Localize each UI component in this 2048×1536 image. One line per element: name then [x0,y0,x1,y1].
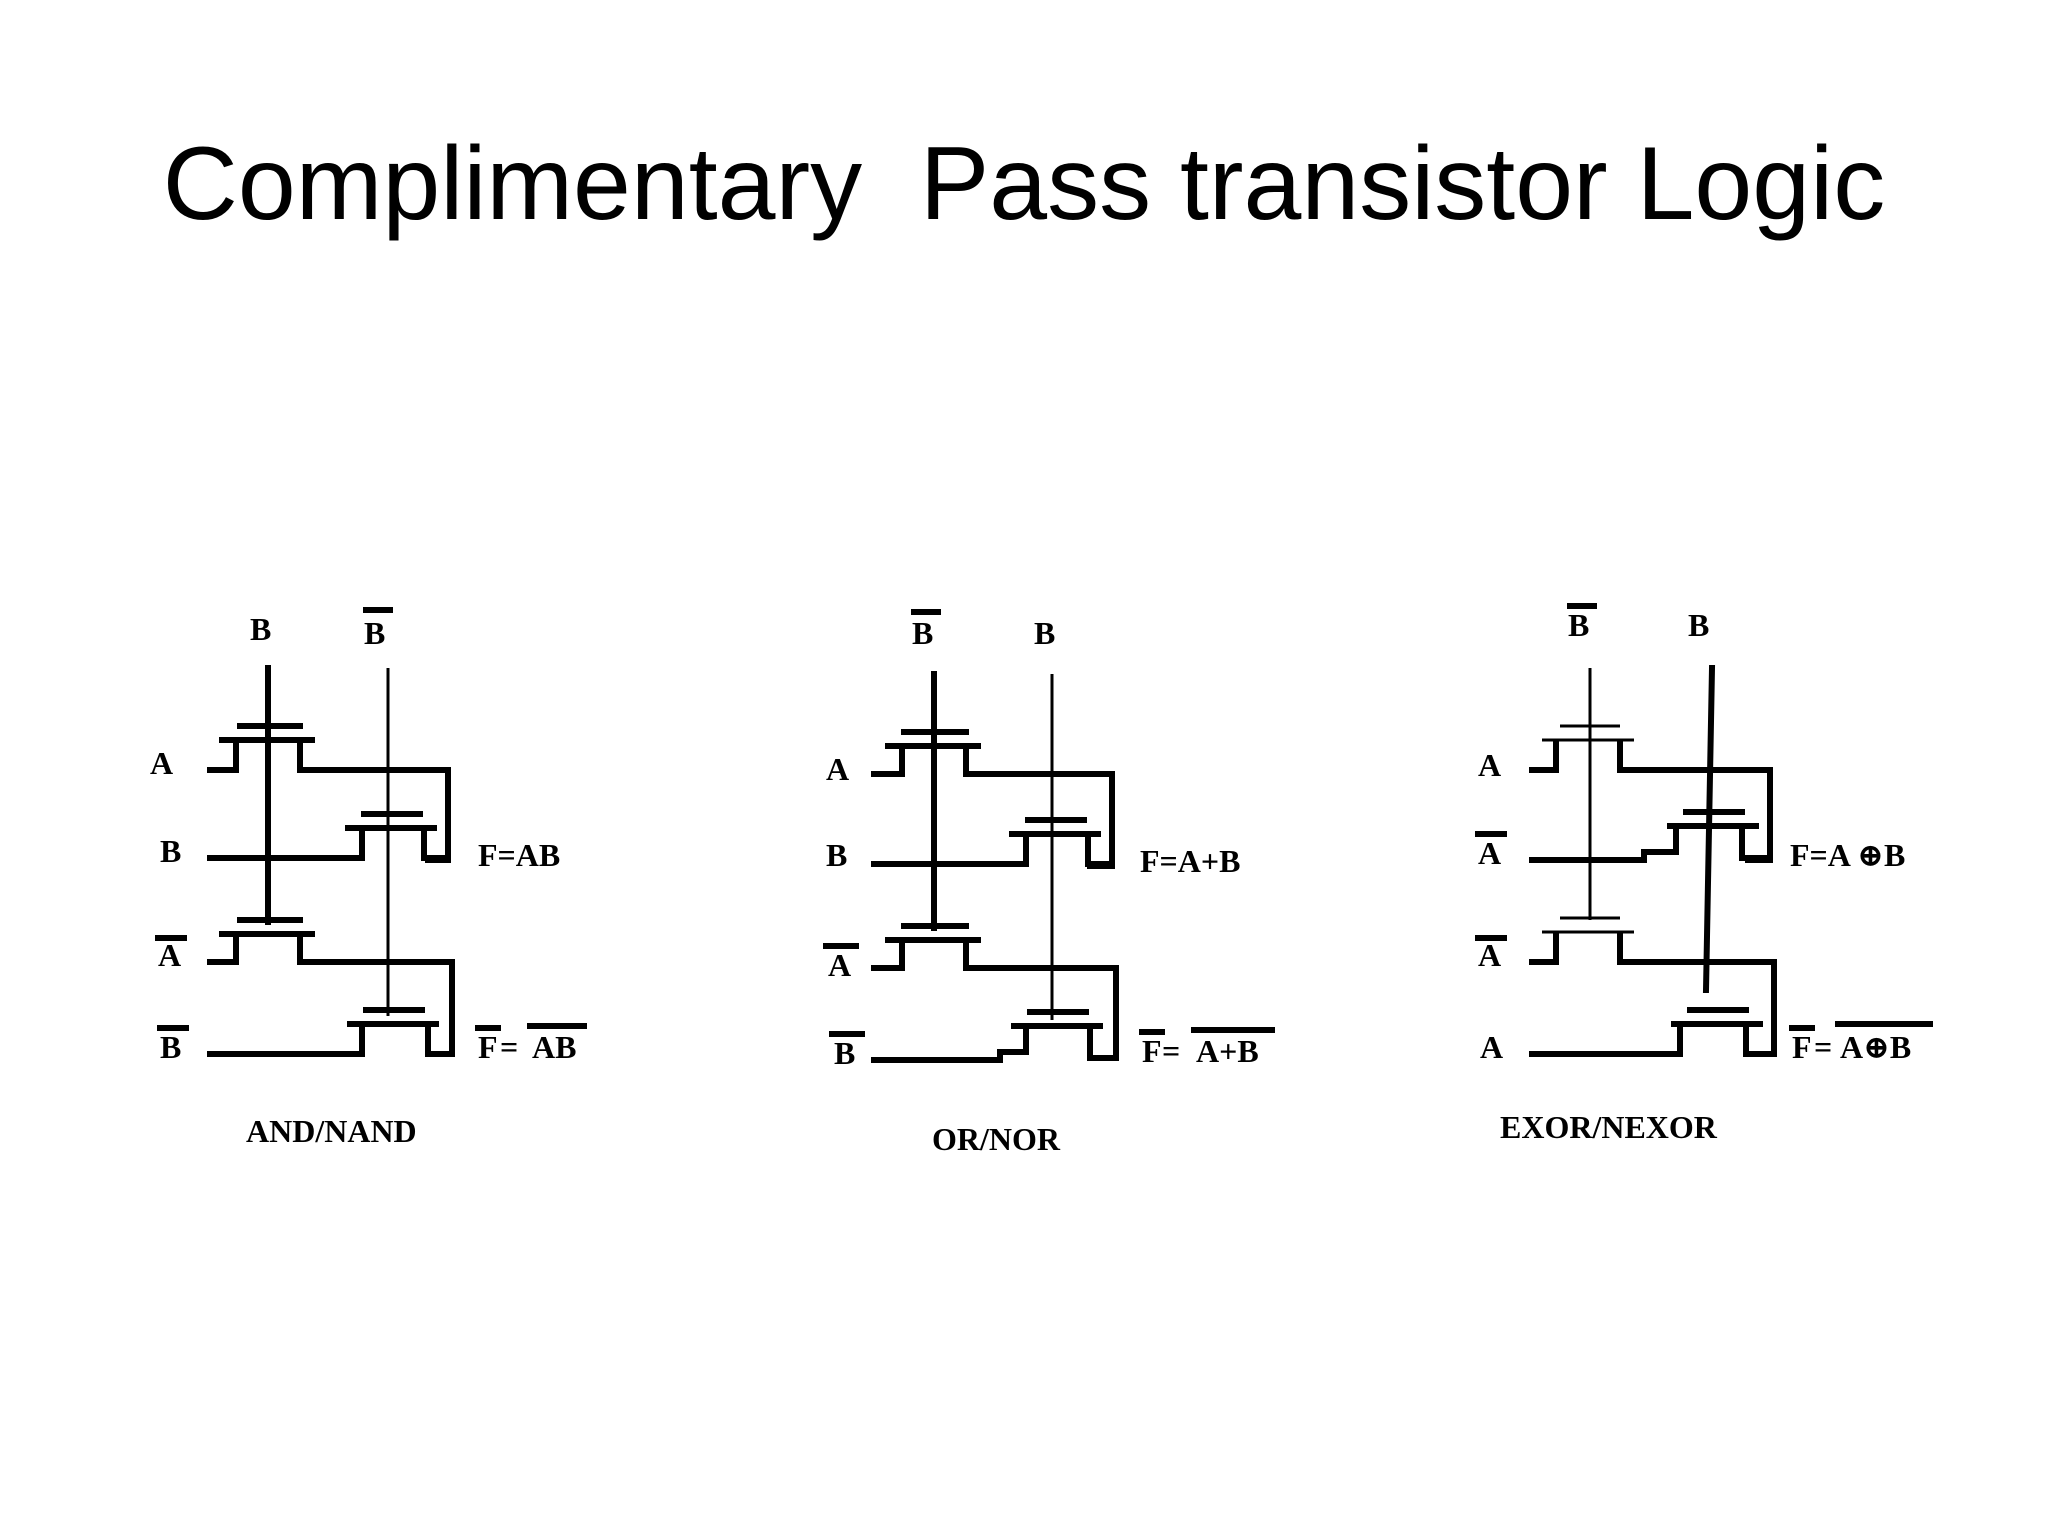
output-comp-expr: A+B [1196,1033,1259,1069]
wire [207,827,365,861]
output-true: F=A ⊕B [1790,837,1905,873]
wire [1085,833,1115,867]
input-a-bar: A [1478,835,1501,871]
input-b: B [160,833,181,869]
output-comp-f: F [1142,1033,1162,1069]
wire [425,1023,455,1057]
top-input-b-bar: B [912,615,933,651]
wire [207,933,239,965]
slide-title: Complimentary Pass transistor Logic [162,126,1886,242]
output-true: F=AB [478,837,560,873]
input-a: A [1478,747,1501,783]
input-a-bar: A [158,937,181,973]
input-a: A [826,751,849,787]
output-true: F=A+B [1140,843,1240,879]
wire [1087,1025,1119,1061]
input-a-bar: A [1478,937,1501,973]
wire [871,833,1029,867]
top-input-b-bar: B [1568,607,1589,643]
input-b-bar: B [834,1035,855,1071]
output-comp-f: F [478,1029,498,1065]
and-nand-circuit: B B A B F=AB A B F = AB [150,607,587,1149]
input-a: A [150,745,173,781]
wire [871,745,905,777]
top-input-b: B [250,611,271,647]
wire [1529,1023,1683,1057]
wire [1743,1023,1773,1057]
top-input-b: B [1688,607,1709,643]
input-a: A [1480,1029,1503,1065]
output-comp-eq: = [1814,1029,1832,1065]
caption-and-nand: AND/NAND [246,1113,417,1149]
or-nor-circuit: B B A B F=A+B A B F = A+B [823,609,1275,1157]
output-comp-expr: A⊕B [1840,1029,1911,1065]
output-comp-f: F [1792,1029,1812,1065]
wire [1617,739,1773,863]
wire [1617,931,1777,1057]
input-b-bar: B [160,1029,181,1065]
input-a-bar: A [828,947,851,983]
wire [207,1023,365,1057]
wire [963,939,1119,1061]
wire [1529,825,1679,863]
input-b: B [826,837,847,873]
wire [207,739,239,773]
wire [1529,739,1559,773]
top-input-b: B [1034,615,1055,651]
top-input-b-bar: B [364,615,385,651]
output-comp-expr: AB [532,1029,576,1065]
wire [421,827,451,861]
output-comp-eq: = [1162,1033,1180,1069]
exor-nexor-circuit: B B A A F=A ⊕B A A F = A⊕B [1475,603,1933,1145]
wire [871,939,905,971]
wire [871,1025,1029,1063]
caption-exor-nexor: EXOR/NEXOR [1500,1109,1718,1145]
output-comp-eq: = [500,1029,518,1065]
caption-or-nor: OR/NOR [932,1121,1061,1157]
wire [1739,825,1769,861]
wire [1529,931,1559,965]
